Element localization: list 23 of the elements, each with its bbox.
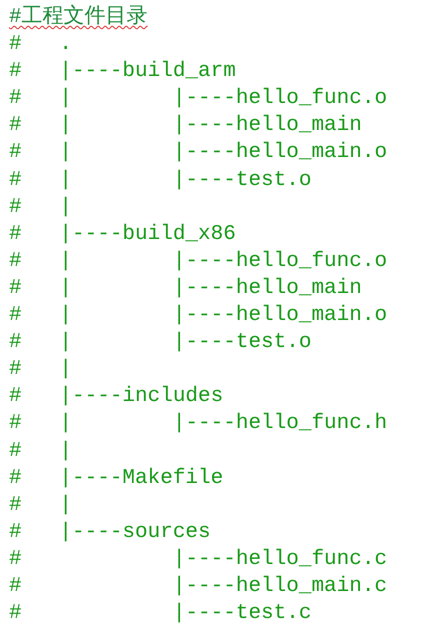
code-line: # |----hello_main.c (9, 574, 388, 600)
code-line: # |----includes (9, 384, 224, 410)
code-line: # | |----hello_func.h (9, 411, 388, 438)
code-line: # | |----hello_func.o (9, 248, 388, 275)
code-line: # |----test.c (9, 601, 312, 628)
code-line: # | (9, 194, 72, 221)
code-line: # . (9, 32, 72, 58)
comment-heading: #工程文件目录 (9, 4, 148, 31)
code-line: # | (9, 438, 72, 464)
code-line: # | |----hello_main.o (9, 303, 388, 330)
code-line: # | |----hello_main (9, 276, 362, 302)
code-line: # |----build_x86 (9, 222, 236, 248)
code-line: # |----build_arm (9, 59, 236, 86)
code-line: # | |----test.o (9, 168, 312, 194)
code-line: # |----Makefile (9, 466, 224, 492)
code-line: # | (9, 492, 72, 519)
code-line: # | |----hello_func.o (9, 86, 388, 112)
code-line: # |----sources (9, 520, 211, 546)
code-line: # | |----hello_main (9, 113, 362, 140)
code-line: # |----hello_func.c (9, 546, 388, 573)
code-line: # | |----test.o (9, 330, 312, 356)
code-line: # | (9, 357, 72, 384)
code-line: # | |----hello_main.o (9, 140, 388, 166)
